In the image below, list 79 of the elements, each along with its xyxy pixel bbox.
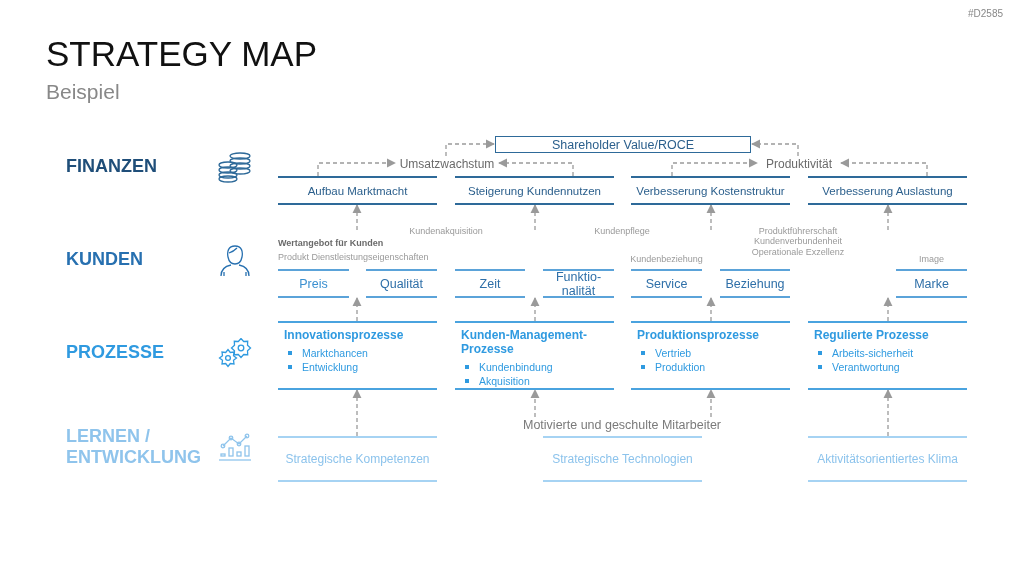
objective-band [720,269,790,298]
bullet-item: Vertrieb [641,347,692,360]
annotation: Image [918,254,945,264]
objective-band [543,269,614,298]
annotation: Kundenbeziehung [629,254,704,264]
bullet-item: Verantwortung [818,361,900,374]
objective-text: Beziehung [725,276,785,291]
arrow [445,139,495,157]
bullet-item: Akquisition [465,375,530,388]
bullet-item: Produktion [641,361,706,374]
objective-text: Steigerung Kundennutzen [468,183,601,198]
objective-band [278,176,437,205]
process-heading: Produktionsprozesse [637,328,760,342]
objective-text: Motivierte und geschulte Mitarbeiter [523,418,721,432]
objective-text: Aufbau Marktmacht [307,183,408,198]
arrow [751,139,799,157]
arrow [706,297,716,322]
bullet-item: Kundenbindung [465,361,553,374]
objective-band [366,269,437,298]
row-heading: PROZESSE [66,342,165,363]
objective-text: Strategische Kompetenzen [285,452,430,466]
arrow [706,204,716,231]
learning-band [543,436,702,482]
arrow [352,389,362,437]
objective-text: Strategische Technologien [552,452,693,466]
learning-band [278,436,437,482]
row-heading: KUNDEN [66,249,143,270]
row-heading: LERNEN / ENTWICKLUNG [66,426,202,468]
arrow [530,389,540,418]
reference-code: #D2585 [968,8,1004,20]
bullet-item: Marktchancen [288,347,368,360]
objective-text: Verbesserung Kostenstruktur [636,183,785,198]
objective-text: Zeit [479,276,501,291]
annotation: Produktführerschaft Kundenverbundenheit Operationale Exzellenz [750,226,846,258]
learning-band [808,436,967,482]
arrow [883,204,893,231]
objective-text: Service [645,276,688,291]
objective-band [278,269,349,298]
title: STRATEGY MAP [46,34,317,74]
annotation: Wertangebot für Kunden [278,238,384,249]
arrow [883,389,893,437]
arrow [671,158,758,177]
process-heading: Innovationsprozesse [284,328,404,342]
arrow [706,389,716,418]
goal-box [495,136,751,153]
arrow [530,297,540,322]
objective-text: Verbesserung Auslastung [822,183,953,198]
annotation: Kundenpflege [593,226,651,237]
arrow [840,158,928,177]
row-heading: FINANZEN [66,156,157,177]
arrow [352,204,362,231]
objective-band [455,176,614,205]
objective-band [808,176,967,205]
process-band [455,321,614,390]
objective-text: Qualität [379,276,424,291]
objective-text: Marke [914,276,949,291]
arrow [317,158,396,177]
objective-band [631,176,790,205]
objective-band [455,269,525,298]
subtitle: Beispiel [46,80,120,105]
objective-text: Preis [299,276,328,291]
process-band [808,321,967,390]
objective-text: Funktio-nalität [554,269,603,298]
arrow [352,297,362,322]
annotation: Kundenakquisition [408,226,484,237]
annotation: Produkt Dienstleistungseigenschaften [278,252,429,263]
process-heading: Kunden-Management-Prozesse [461,328,588,356]
objective-text: Umsatzwachstum [399,156,495,171]
process-heading: Regulierte Prozesse [814,328,929,342]
process-band [631,321,790,390]
arrow [530,204,540,231]
objective-text: Aktivitätsorientiertes Klima [817,452,958,466]
bullet-item: Arbeits-sicherheit [818,347,914,360]
process-band [278,321,437,390]
arrow [883,297,893,322]
objective-text: Produktivität [766,156,832,171]
bullet-item: Entwicklung [288,361,359,374]
goal-text: Shareholder Value/ROCE [551,137,695,152]
arrow [498,158,574,177]
